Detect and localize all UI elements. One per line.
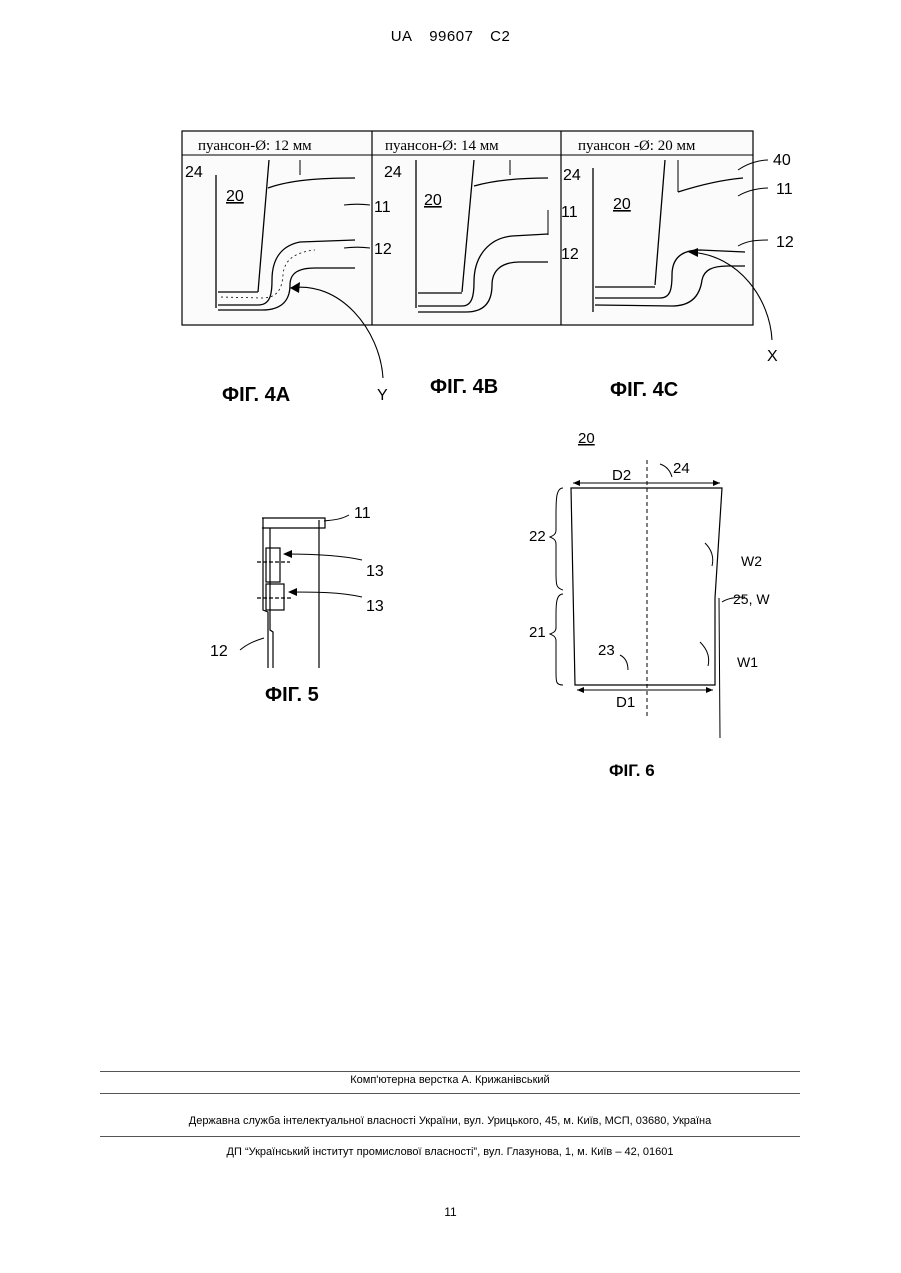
fig5-ref-12: 12	[210, 643, 228, 660]
fig6-ref-d2: D2	[612, 467, 631, 484]
fig4a-ref-12: 12	[374, 241, 392, 258]
fig4a-punch-label: пуансон-Ø: 12 мм	[198, 138, 312, 154]
fig4-strip	[182, 131, 772, 378]
fig6-ref-20: 20	[578, 430, 595, 447]
fig4c-ref-12: 12	[776, 234, 794, 251]
fig5-ref-13-lower: 13	[366, 598, 384, 615]
fig4a-ref-y: Y	[377, 387, 388, 404]
footer-layout-credit: Комп'ютерна верстка А. Крижанівський	[100, 1074, 800, 1086]
fig6-vertical-w	[719, 598, 720, 738]
fig6-brace-22	[550, 488, 563, 590]
fig4c-punch-label: пуансон -Ø: 20 мм	[578, 138, 696, 154]
fig4a-ref-24: 24	[185, 164, 203, 181]
fig6-ref-23: 23	[598, 642, 615, 659]
fig5-caption: ФІГ. 5	[265, 684, 319, 706]
fig6-brace-21	[550, 594, 563, 685]
fig5-rivet-lower	[266, 584, 284, 610]
fig6-ref-21: 21	[529, 624, 546, 641]
fig4b-punch-label: пуансон-Ø: 14 мм	[385, 138, 499, 154]
fig6-drawing	[550, 460, 745, 738]
footer-rule-2	[100, 1093, 800, 1094]
fig4c-ref-11: 11	[776, 181, 793, 198]
fig6-ref-22: 22	[529, 528, 546, 545]
footer-rule-1	[100, 1071, 800, 1072]
page-number: 11	[0, 1205, 901, 1219]
footer-rule-3	[100, 1136, 800, 1137]
fig6-ref-24: 24	[673, 460, 690, 477]
fig4b-ref-11: 11	[561, 204, 578, 221]
fig6-caption: ФІГ. 6	[609, 761, 655, 780]
fig5-ref-13-upper: 13	[366, 563, 384, 580]
footer-institute: ДП “Український інститут промислової вла…	[100, 1146, 800, 1158]
fig4b-ref-20: 20	[424, 192, 442, 209]
fig5-ref-11: 11	[354, 505, 371, 522]
fig5-drawing	[240, 515, 362, 668]
fig6-ref-d1: D1	[616, 694, 635, 711]
fig4c-ref-x: X	[767, 348, 778, 365]
fig4c-ref-40: 40	[773, 152, 791, 169]
fig4a-caption: ФІГ. 4А	[222, 384, 290, 406]
fig4c-ref-20: 20	[613, 196, 631, 213]
fig5-rivet-upper	[266, 548, 280, 582]
fig6-ref-w1: W1	[737, 654, 758, 670]
fig4b-ref-12: 12	[561, 246, 579, 263]
footer-agency: Державна служба інтелектуальної власност…	[100, 1115, 800, 1127]
fig6-ref-25w: 25, W	[733, 591, 770, 607]
fig4a-ref-11: 11	[374, 199, 391, 216]
fig6-ref-w2: W2	[741, 553, 762, 569]
fig4c-ref-24: 24	[563, 167, 581, 184]
fig4b-ref-24: 24	[384, 164, 402, 181]
fig4a-ref-20: 20	[226, 188, 244, 205]
fig6-refs: 20 D2 24 22 W2 25, W 21 23 W1 D1	[529, 430, 770, 711]
fig4b-caption: ФІГ. 4В	[430, 376, 498, 398]
fig4c-caption: ФІГ. 4С	[610, 379, 678, 401]
fig5-sheet-11	[262, 518, 325, 528]
